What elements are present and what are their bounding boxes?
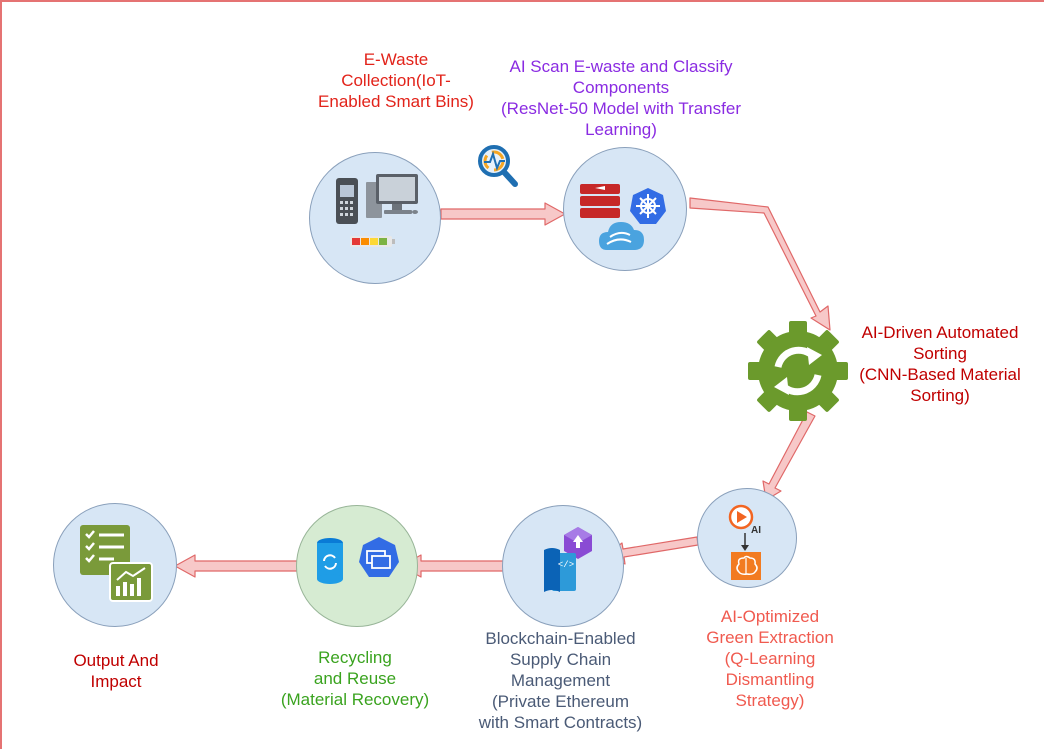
stacked-cubes-icon	[580, 184, 620, 218]
label-sorting: AI-Driven Automated Sorting (CNN-Based M…	[859, 323, 1021, 405]
container-copy-icon	[359, 537, 399, 577]
checklist-chart-icon	[80, 525, 153, 602]
blockchain-cube-icon	[564, 527, 592, 559]
arrow-collection-to-scan	[440, 202, 566, 226]
node-recycling-circle	[296, 505, 418, 627]
magnifier-scan-icon	[478, 145, 518, 187]
mobile-phone-icon	[336, 178, 358, 224]
arrow-scan-to-sorting	[689, 197, 831, 331]
battery-level-icon	[350, 236, 395, 247]
smart-contract-icon: </>	[544, 548, 576, 592]
arrow-recycling-to-output	[174, 554, 298, 578]
gear-sync-icon	[748, 321, 848, 421]
cloud-flow-icon	[599, 222, 644, 250]
svg-text:AI: AI	[751, 525, 761, 536]
label-recycling: Recycling and Reuse (Material Recovery)	[280, 648, 430, 709]
brain-chip-icon	[731, 552, 761, 580]
recycle-database-icon	[317, 538, 343, 584]
ship-wheel-icon	[630, 188, 666, 224]
ai-play-icon: AI	[728, 504, 761, 536]
svg-text:</>: </>	[558, 560, 574, 570]
label-extraction: AI-Optimized Green Extraction (Q-Learnin…	[706, 607, 834, 710]
label-output: Output And Impact	[73, 651, 159, 691]
label-ai-scan: AI Scan E-waste and Classify Components …	[501, 57, 741, 139]
label-blockchain: Blockchain-Enabled Supply Chain Manageme…	[478, 629, 643, 732]
desktop-computer-icon	[366, 174, 418, 218]
label-collection: E-Waste Collection(IoT- Enabled Smart Bi…	[318, 50, 474, 111]
